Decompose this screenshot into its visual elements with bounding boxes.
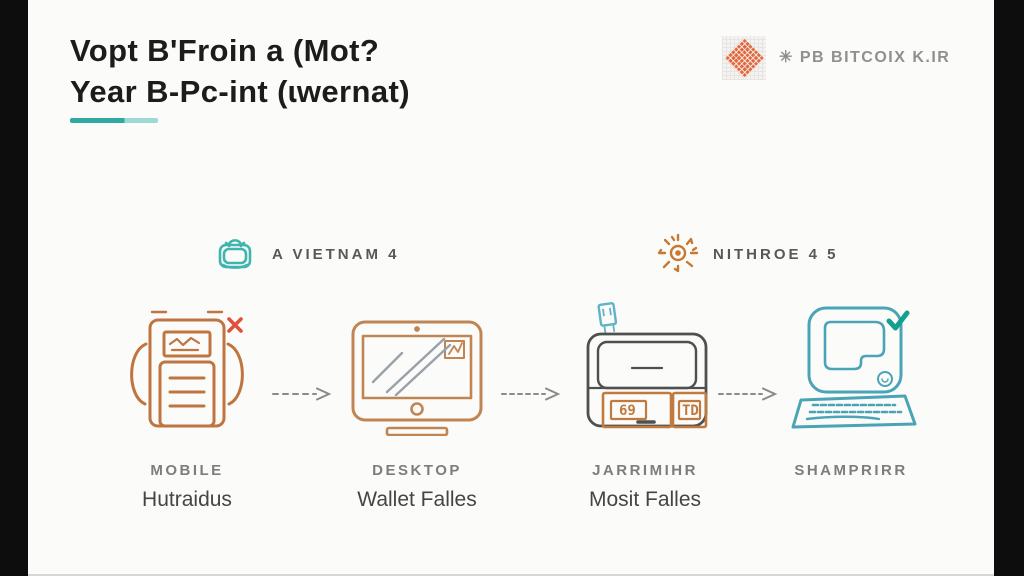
section-label-right: NITHROE 4 5 [713,246,839,263]
device-caption-desktop: Wallet Falles [357,488,477,511]
flow-arrow-3 [718,387,778,401]
briefcase-icon [218,239,252,269]
check-badge-icon [886,310,910,331]
title-accent-underline [70,118,158,123]
cross-badge-icon [227,317,243,333]
sun-icon [657,233,699,273]
page-title: Vopt B'Froin a (Mot? Year B-Pc-int (ɩwer… [70,30,410,112]
brand-wordmark: ✳ PB BITCOIX K.IR [779,49,951,66]
device-caption-mobile: Hutraidus [142,488,232,511]
page-title-line2: Year B-Pc-int (ɩwernat) [70,74,410,109]
section-label-left: A VIETNAM 4 [272,246,400,263]
letterbox-right-bar [994,0,1024,576]
wallet-card-label-1: 69 [619,403,636,419]
laptop-device-illustration [791,306,917,429]
desktop-device-illustration [351,320,483,436]
device-caption-wallet: Mosit Falles [588,488,702,511]
wallet-card-label-2: TD [682,403,699,419]
flow-arrow-1 [272,387,332,401]
device-title-desktop: DESKTOP [372,462,462,479]
page-title-line1: Vopt B'Froin a (Mot? [70,33,380,68]
letterbox-left-bar [0,0,28,576]
flow-arrow-2 [501,387,561,401]
bottom-edge-line [28,574,994,576]
device-title-mobile: MOBILE [150,462,224,479]
device-title-laptop: SHAMPRIRR [794,462,908,479]
device-title-wallet: JARRIMIHR [592,462,698,479]
wallet-device-illustration: 69 TD [586,302,708,429]
qr-logo-icon [722,36,766,80]
mobile-device-illustration [130,310,244,428]
qr-diamond-pattern [724,38,764,78]
